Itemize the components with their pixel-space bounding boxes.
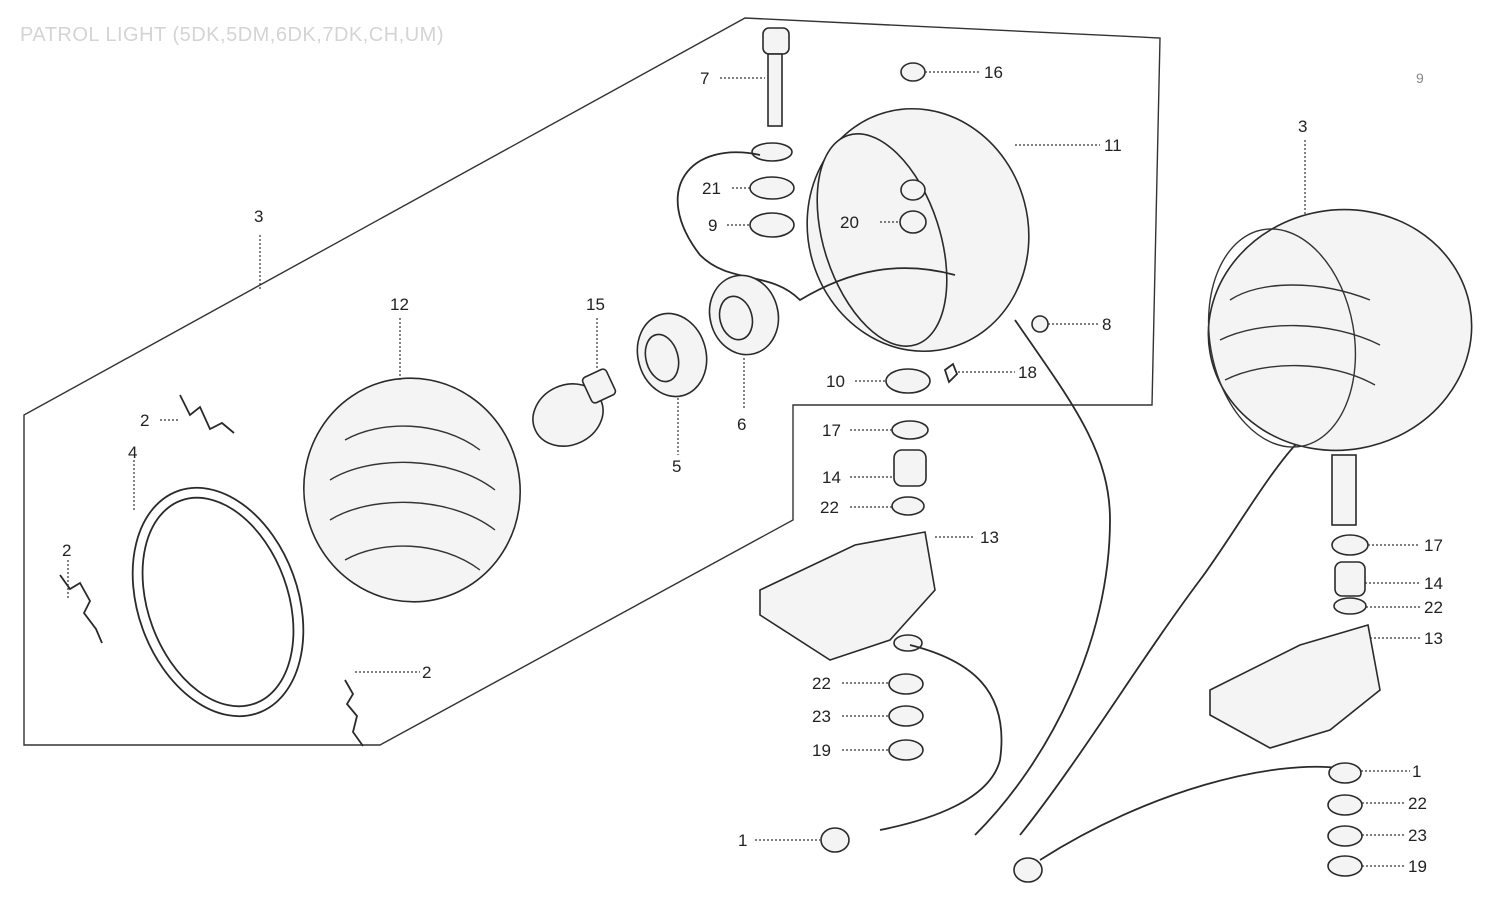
harness-wire-part bbox=[1019, 439, 1301, 836]
callout-23: 23 bbox=[812, 707, 831, 726]
callout-13: 13 bbox=[980, 528, 999, 547]
callout-1: 1 bbox=[1412, 762, 1421, 781]
ground-wire-part bbox=[1039, 765, 1341, 861]
callout-10: 10 bbox=[826, 372, 845, 391]
callout-22: 22 bbox=[812, 674, 831, 693]
washer-part bbox=[1327, 794, 1363, 816]
callout-9: 9 bbox=[708, 216, 717, 235]
diagram-title: PATROL LIGHT (5DK,5DM,6DK,7DK,CH,UM) bbox=[20, 24, 444, 46]
callout-21: 21 bbox=[702, 179, 721, 198]
washer-part bbox=[885, 368, 931, 394]
bolt-part bbox=[762, 27, 790, 127]
washer-part bbox=[888, 705, 924, 727]
spring-clip-part bbox=[179, 394, 235, 434]
washer-part bbox=[749, 176, 795, 200]
bracket-part bbox=[1209, 623, 1381, 749]
callout-17: 17 bbox=[822, 421, 841, 440]
nut-part bbox=[888, 739, 924, 761]
bulb-part bbox=[532, 368, 617, 447]
callout-4: 4 bbox=[128, 443, 137, 462]
assembled-light-part bbox=[1207, 208, 1473, 526]
washer-part bbox=[891, 496, 925, 516]
lens-part bbox=[303, 377, 521, 603]
callout-15: 15 bbox=[586, 295, 605, 314]
callout-8: 8 bbox=[1102, 315, 1111, 334]
leader-lines bbox=[67, 71, 1420, 867]
collar-part bbox=[1334, 561, 1366, 597]
washer-part bbox=[893, 634, 923, 652]
callout-19: 19 bbox=[812, 741, 831, 760]
cap-part bbox=[900, 62, 926, 82]
callout-7: 7 bbox=[700, 69, 709, 88]
ground-wire-part bbox=[879, 644, 1003, 831]
bracket-part bbox=[759, 531, 936, 661]
callout-3: 3 bbox=[1298, 117, 1307, 136]
washer-part bbox=[891, 420, 929, 440]
callout-20: 20 bbox=[840, 213, 859, 232]
washer-part bbox=[1327, 825, 1363, 847]
washer-part bbox=[1328, 762, 1362, 784]
callout-2: 2 bbox=[140, 411, 149, 430]
callout-13: 13 bbox=[1424, 629, 1443, 648]
washer-part bbox=[1333, 597, 1367, 615]
callout-3: 3 bbox=[254, 207, 263, 226]
washer-part bbox=[1331, 534, 1369, 556]
callout-2: 2 bbox=[422, 663, 431, 682]
nut-part bbox=[1031, 315, 1049, 333]
collar-part bbox=[893, 449, 927, 487]
callout-18: 18 bbox=[1018, 363, 1037, 382]
rim-part bbox=[131, 486, 305, 718]
grommet-part bbox=[749, 212, 795, 238]
spring-clip-part bbox=[344, 679, 364, 747]
terminal-part bbox=[1013, 857, 1043, 883]
callout-1: 1 bbox=[738, 831, 747, 850]
nut-part bbox=[1327, 855, 1363, 877]
callout-22: 22 bbox=[820, 498, 839, 517]
bulb-holder-part bbox=[636, 312, 708, 398]
clip-part bbox=[943, 362, 959, 384]
callout-14: 14 bbox=[822, 468, 841, 487]
callout-17: 17 bbox=[1424, 536, 1443, 555]
assembly-outline bbox=[23, 17, 1161, 746]
callout-5: 5 bbox=[672, 457, 681, 476]
callout-16: 16 bbox=[984, 63, 1003, 82]
callout-6: 6 bbox=[737, 415, 746, 434]
callout-11: 11 bbox=[1104, 136, 1122, 155]
grommet-part bbox=[899, 210, 927, 234]
callout-22: 22 bbox=[1424, 598, 1443, 617]
washer-part bbox=[888, 673, 924, 695]
spring-clip-part bbox=[59, 574, 103, 644]
grommet-part bbox=[900, 179, 926, 201]
callout-19: 19 bbox=[1408, 857, 1427, 876]
terminal-part bbox=[820, 827, 850, 853]
corner-mark: 9 bbox=[1416, 70, 1424, 86]
callout-23: 23 bbox=[1408, 826, 1427, 845]
callout-14: 14 bbox=[1424, 574, 1443, 593]
socket-part bbox=[708, 274, 780, 356]
callout-22: 22 bbox=[1408, 794, 1427, 813]
callout-2: 2 bbox=[62, 541, 71, 560]
harness-wire-part bbox=[974, 319, 1111, 836]
callout-12: 12 bbox=[390, 295, 409, 314]
washer-part bbox=[751, 142, 793, 162]
